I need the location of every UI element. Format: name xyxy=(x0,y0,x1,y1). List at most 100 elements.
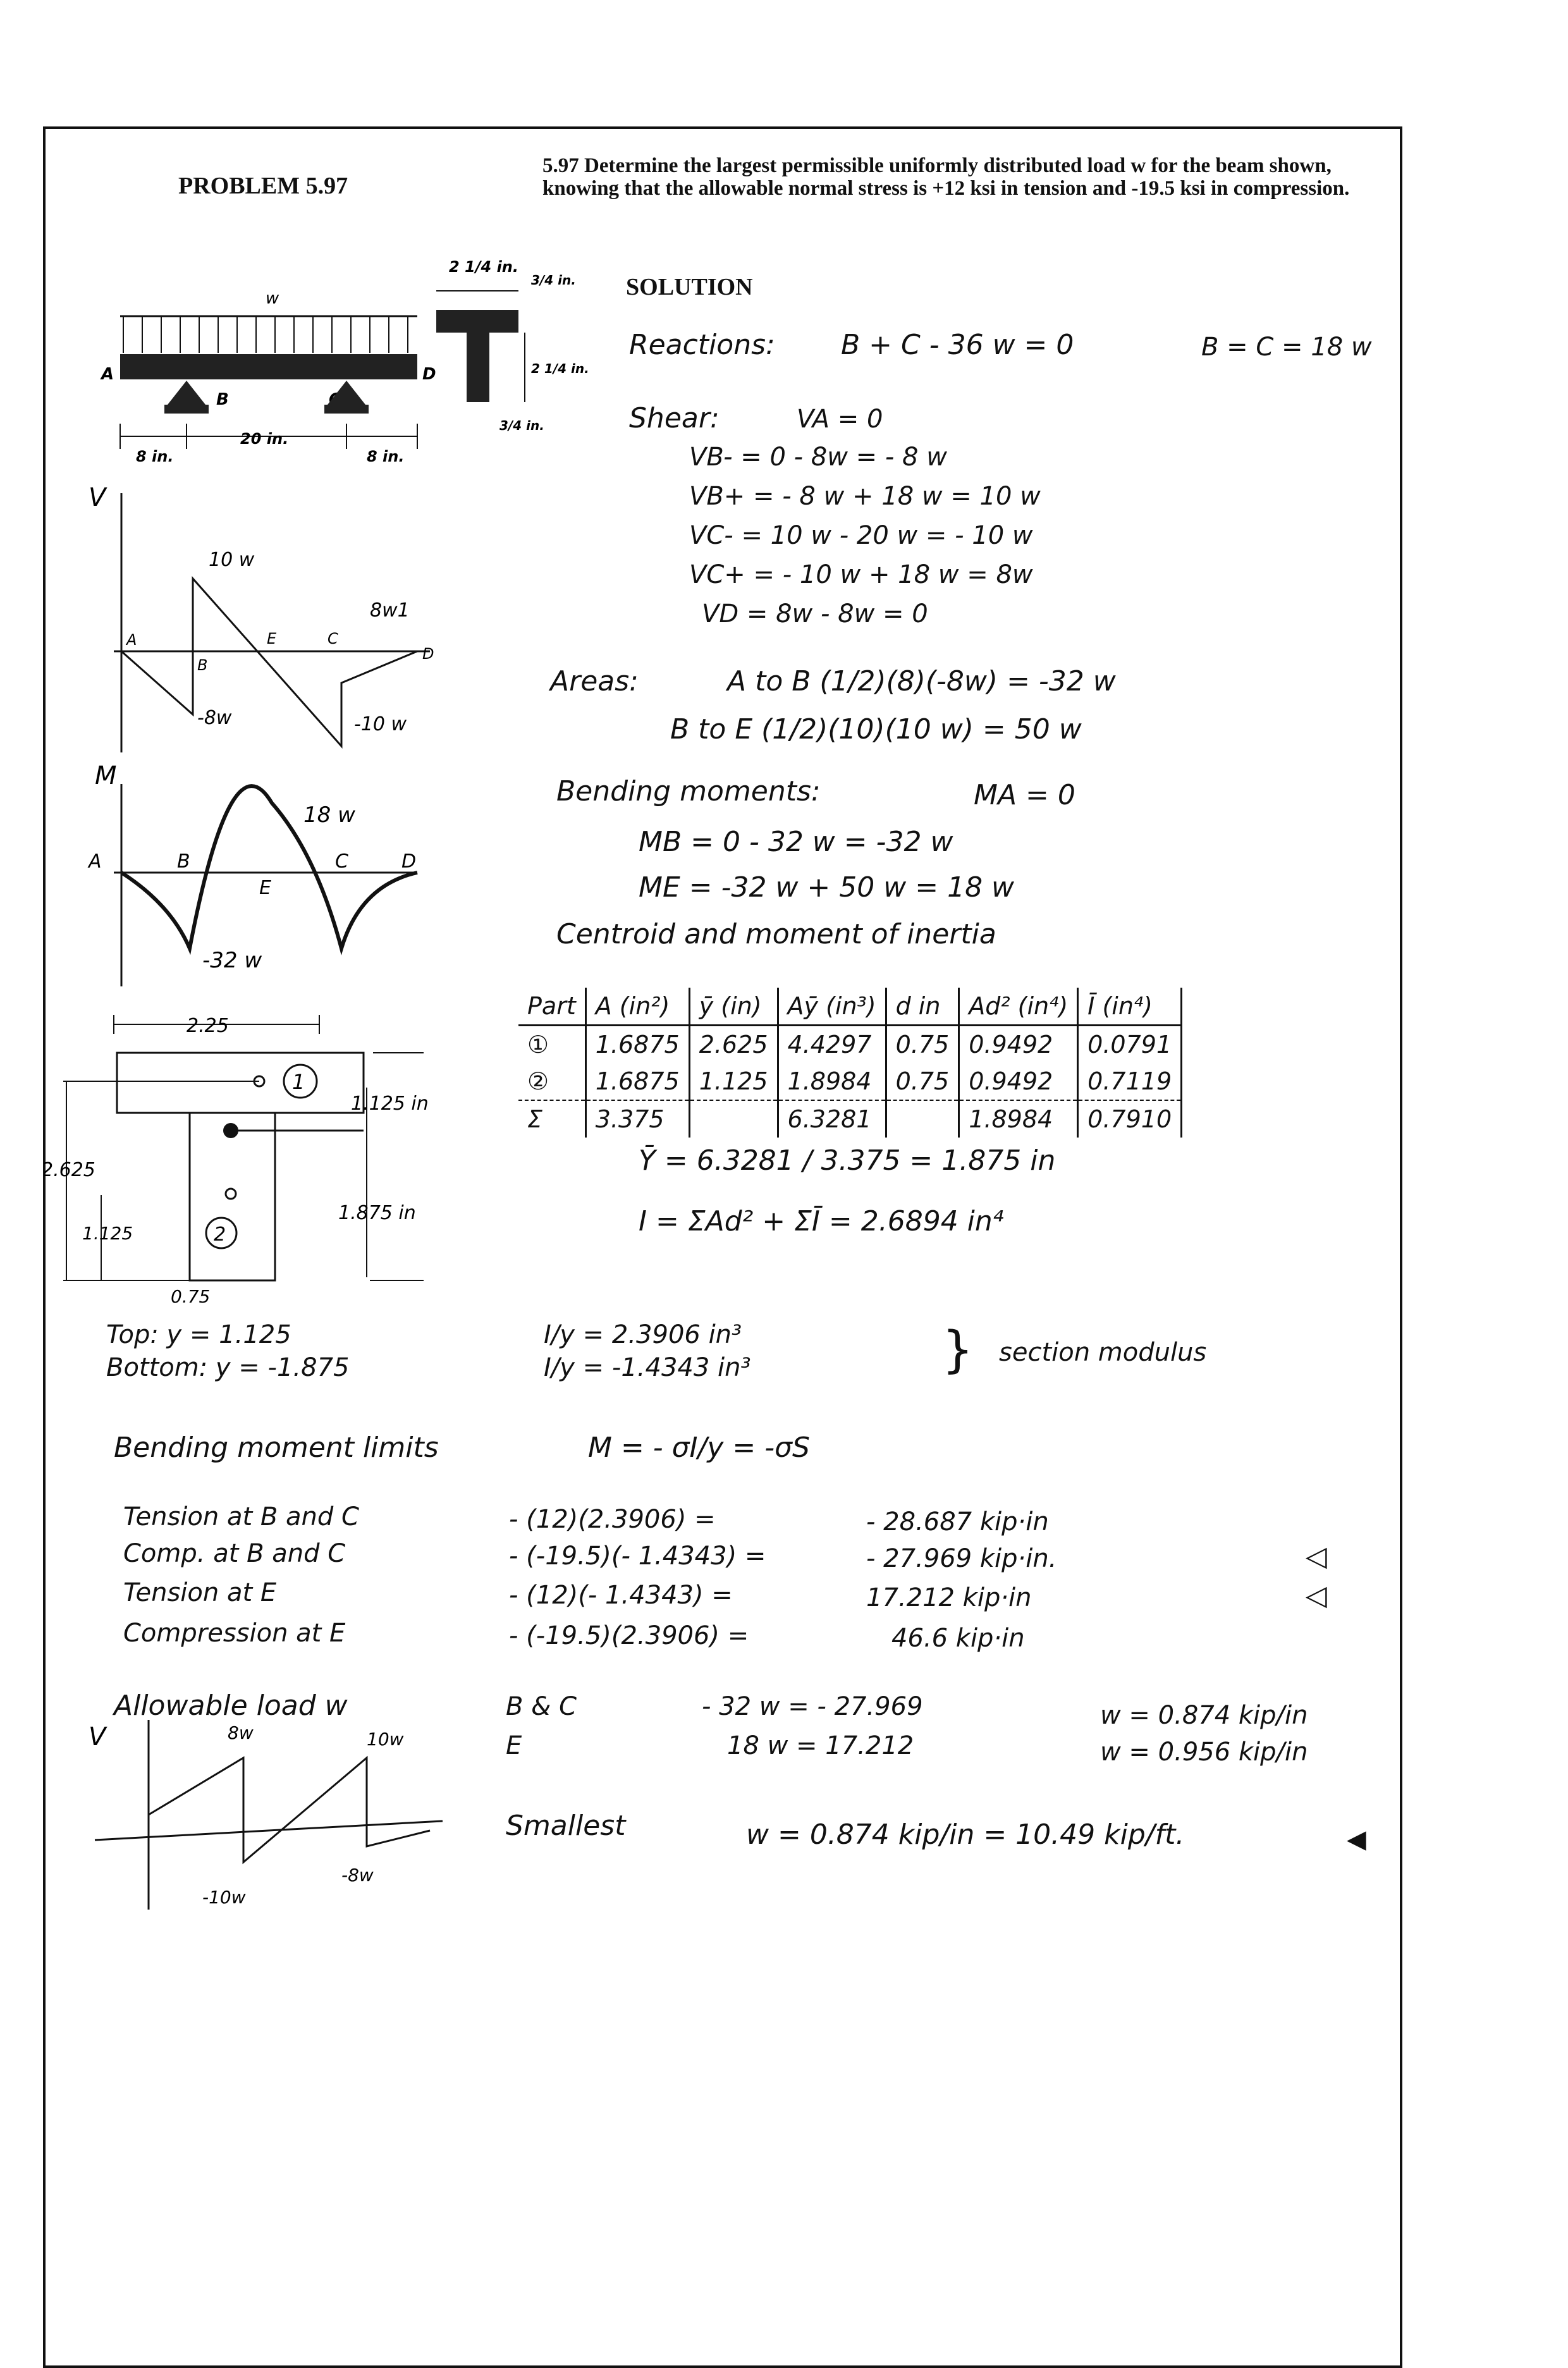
smallest-label: Smallest xyxy=(506,1810,626,1842)
col-ybar: ȳ (in) xyxy=(688,988,778,1026)
allow-loc-1: E xyxy=(506,1731,522,1760)
dim-left: 8 in. xyxy=(136,448,173,465)
sketch-width: 2.25 xyxy=(187,1015,229,1037)
support-b xyxy=(168,381,205,405)
table-cell: Σ xyxy=(518,1100,586,1138)
limit-expr-3: - (-19.5)(2.3906) = xyxy=(509,1621,749,1650)
v-label-c: C xyxy=(328,630,338,647)
table-cell: 1.125 xyxy=(688,1063,778,1100)
table-cell: ② xyxy=(527,1067,549,1095)
table-cell: 1.6875 xyxy=(584,1025,690,1063)
table-cell: 0.0791 xyxy=(1077,1025,1183,1063)
sketch-flange xyxy=(116,1052,365,1114)
table-cell: 3.375 xyxy=(584,1100,690,1138)
shear-curve xyxy=(121,576,418,749)
m-label-e: E xyxy=(259,877,271,899)
m-label-b: B xyxy=(177,850,190,873)
shear-line-1: VB- = 0 - 8w = - 8 w xyxy=(689,443,947,472)
table-cell: 1.8984 xyxy=(776,1063,886,1100)
v-label-b: B xyxy=(197,656,207,674)
shear-label: Shear: xyxy=(629,402,720,434)
allow-res-0: w = 0.874 kip/in xyxy=(1100,1701,1308,1730)
limit-value-2: 17.212 kip·in xyxy=(866,1583,1032,1612)
v-axis-label: V xyxy=(89,483,107,512)
answer-arrow-icon: ◀ xyxy=(1347,1825,1366,1854)
m-max: 18 w xyxy=(303,802,355,828)
dim-right: 8 in. xyxy=(367,448,404,465)
modulus-top: Top: y = 1.125 xyxy=(106,1320,291,1349)
limit-label-0: Tension at B and C xyxy=(123,1502,359,1531)
v-label-e: E xyxy=(267,630,277,647)
table-cell: 0.7119 xyxy=(1077,1063,1183,1100)
table-cell: 0.7910 xyxy=(1077,1100,1183,1138)
label-d: D xyxy=(422,365,436,384)
allow-eq-0: - 32 w = - 27.969 xyxy=(702,1692,923,1721)
sketch-left-dim: 2.625 xyxy=(44,1159,95,1181)
limit-label-1: Comp. at B and C xyxy=(123,1539,346,1568)
sketch-inner-dim: 1.125 xyxy=(82,1223,133,1244)
table-cell: 1.6875 xyxy=(584,1063,690,1100)
modulus-note: section modulus xyxy=(999,1338,1207,1367)
limits-heading: Bending moment limits xyxy=(114,1432,439,1464)
check-mark-icon: ◁ xyxy=(1306,1580,1327,1612)
areas-line-1: B to E (1/2)(10)(10 w) = 50 w xyxy=(670,713,1082,745)
centroid-table: Part A (in²) ȳ (in) Aȳ (in³) d in Ad² (i… xyxy=(518,988,1183,1138)
col-ay: Aȳ (in³) xyxy=(776,988,886,1026)
allowable-heading: Allowable load w xyxy=(114,1690,348,1722)
limit-label-2: Tension at E xyxy=(123,1578,277,1607)
allow-res-1: w = 0.956 kip/in xyxy=(1100,1738,1308,1767)
label-a: A xyxy=(100,365,114,384)
t-web xyxy=(467,333,489,402)
col-part: Part xyxy=(518,988,586,1026)
sketch-top-dim: 1.125 in xyxy=(351,1093,429,1115)
col-d: d in xyxy=(885,988,959,1026)
col-ad2: Ad² (in⁴) xyxy=(958,988,1078,1026)
v-sketch-b: 10w xyxy=(367,1729,404,1750)
reactions-label: Reactions: xyxy=(629,329,775,361)
centroid-heading: Centroid and moment of inertia xyxy=(556,918,996,950)
v-label-a: A xyxy=(125,631,137,649)
v-sketch-c: -10w xyxy=(202,1887,246,1908)
m-label-d: D xyxy=(401,850,416,873)
areas-line-0: A to B (1/2)(8)(-8w) = -32 w xyxy=(727,665,1116,697)
table-cell: 2.625 xyxy=(688,1025,778,1063)
label-b: B xyxy=(216,390,229,409)
moments-line-1: MB = 0 - 32 w = -32 w xyxy=(639,826,953,858)
table-row: Σ 3.375 6.3281 1.8984 0.7910 xyxy=(518,1100,1183,1138)
shear-line-4: VC+ = - 10 w + 18 w = 8w xyxy=(689,560,1033,589)
table-cell: 0.9492 xyxy=(958,1025,1078,1063)
shear-diagram: V 10 w 8w1 -8w -10 w A B E C D xyxy=(89,483,434,752)
limit-value-3: 46.6 kip·in xyxy=(891,1624,1025,1653)
areas-label: Areas: xyxy=(550,665,639,697)
table-cell: 0.75 xyxy=(885,1025,959,1063)
inertia-equation: I = ΣAd² + ΣĪ = 2.6894 in⁴ xyxy=(639,1205,1004,1237)
v-sketch-d: -8w xyxy=(341,1865,374,1886)
col-area: A (in²) xyxy=(584,988,690,1026)
support-c xyxy=(328,381,365,405)
ybar-equation: Ȳ = 6.3281 / 3.375 = 1.875 in xyxy=(639,1144,1056,1177)
v-min-c: -10 w xyxy=(354,713,407,735)
table-cell xyxy=(885,1100,959,1138)
sketch-web xyxy=(188,1112,276,1282)
table-row: ① 1.6875 2.625 4.4297 0.75 0.9492 0.0791 xyxy=(518,1025,1183,1063)
shear-line-0: VA = 0 xyxy=(797,405,883,434)
v-sketch-a: 8w xyxy=(228,1722,254,1743)
col-ibar: Ī (in⁴) xyxy=(1077,988,1183,1026)
limits-formula: M = - σI/y = -σS xyxy=(588,1432,810,1464)
sec-web: 3/4 in. xyxy=(499,418,544,433)
shear-line-2: VB+ = - 8 w + 18 w = 10 w xyxy=(689,482,1041,511)
sketch-bot-dim: 1.875 in xyxy=(338,1202,416,1224)
m-axis-label: M xyxy=(95,761,117,790)
moments-label: Bending moments: xyxy=(556,775,821,807)
m-min: -32 w xyxy=(202,948,262,973)
sec-top-width: 2 1/4 in. xyxy=(449,258,518,276)
limit-label-3: Compression at E xyxy=(123,1619,346,1648)
problem-title: PROBLEM 5.97 xyxy=(178,173,348,199)
shear-line-5: VD = 8w - 8w = 0 xyxy=(702,599,928,629)
t-flange xyxy=(436,310,518,333)
table-row: ② 1.6875 1.125 1.8984 0.75 0.9492 0.7119 xyxy=(518,1063,1183,1100)
sec-flange: 3/4 in. xyxy=(531,273,576,288)
solution-heading: SOLUTION xyxy=(626,274,753,300)
check-mark-icon: ◁ xyxy=(1306,1540,1327,1573)
v-peak-c: 8w1 xyxy=(370,599,410,622)
